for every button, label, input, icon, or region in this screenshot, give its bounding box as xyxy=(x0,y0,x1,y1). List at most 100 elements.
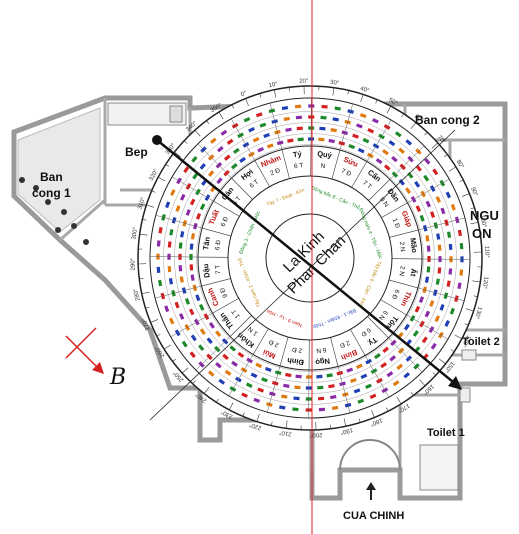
ring-cell xyxy=(424,157,431,165)
ring-cell xyxy=(425,235,430,242)
ring-cell xyxy=(189,243,194,250)
ring-cell xyxy=(372,118,379,124)
degree-tick xyxy=(472,280,481,283)
sector-line xyxy=(337,366,351,413)
mountain-star: 1 Đ xyxy=(391,217,401,229)
ring-cell xyxy=(281,106,289,111)
ring-cell xyxy=(207,170,215,177)
ring-cell xyxy=(239,156,246,163)
degree-tick xyxy=(347,90,349,95)
mountain-star: 6 Đ xyxy=(220,216,231,228)
mountain-star: 6 N xyxy=(316,346,327,354)
ring-cell xyxy=(198,344,205,352)
degree-label: 180° xyxy=(369,416,383,426)
ring-cell xyxy=(403,372,411,379)
ring-cell xyxy=(230,163,238,170)
ring-cell xyxy=(224,369,232,376)
degree-label: 80° xyxy=(455,159,465,170)
ring-cell xyxy=(296,126,303,131)
degree-tick xyxy=(410,391,414,396)
ring-cell xyxy=(158,227,163,234)
degree-tick xyxy=(410,122,417,129)
degree-tick xyxy=(194,129,201,137)
ring-cell xyxy=(215,330,222,338)
ring-cell xyxy=(415,205,421,213)
sector-line xyxy=(155,285,202,299)
degree-tick xyxy=(431,142,439,149)
ring-cell xyxy=(245,382,253,389)
mountain-star: 2 N xyxy=(398,241,406,252)
ring-cell xyxy=(189,351,196,359)
ring-cell xyxy=(195,212,202,220)
ring-cell xyxy=(207,370,215,377)
degree-tick xyxy=(464,323,469,326)
degree-tick xyxy=(231,104,234,109)
sector-line xyxy=(170,312,213,338)
degree-tick xyxy=(145,306,150,309)
ring-cell xyxy=(178,313,185,320)
degree-label: 40° xyxy=(359,86,370,95)
degree-tick xyxy=(206,120,210,125)
ring-cell xyxy=(253,397,261,403)
degree-label: 140° xyxy=(460,334,471,348)
degree-tick xyxy=(358,418,361,423)
direction-letter: B xyxy=(109,365,126,390)
degree-label: 200° xyxy=(309,431,322,437)
ring-cell xyxy=(190,274,195,281)
ring-cell xyxy=(328,138,335,144)
degree-label: 320° xyxy=(149,168,160,182)
ring-cell xyxy=(434,315,441,323)
sector-line xyxy=(339,103,353,151)
degree-tick xyxy=(245,98,249,107)
mountain-star: 2 Đ xyxy=(269,167,281,177)
degree-tick xyxy=(151,190,156,193)
room-label-toilet-1: Toilet 1 xyxy=(427,427,465,439)
degree-label: 90° xyxy=(469,187,478,198)
facing-direction-arrow xyxy=(152,135,462,390)
ring-cell xyxy=(206,337,213,345)
degree-tick xyxy=(470,221,479,225)
degree-label: 210° xyxy=(278,429,292,437)
ring-cell xyxy=(328,384,335,389)
ring-cell xyxy=(405,139,413,146)
ring-cell xyxy=(446,280,451,287)
mountain-divider xyxy=(212,298,239,314)
sector-line xyxy=(407,178,450,204)
degree-tick xyxy=(401,113,404,118)
sector-line xyxy=(417,287,465,301)
ring-cell xyxy=(382,346,390,353)
degree-tick xyxy=(461,193,470,197)
degree-label: 10° xyxy=(268,81,279,89)
ring-cell xyxy=(415,164,422,172)
mountain-divider xyxy=(389,229,419,238)
mountain-divider xyxy=(201,278,231,287)
ring-cell xyxy=(199,303,205,311)
mountain-star: 7 Đ xyxy=(340,168,352,179)
ring-cell xyxy=(252,137,260,143)
mountain-name: Tý xyxy=(292,149,303,159)
room-label-ban-cong-2: Ban cong 2 xyxy=(415,113,480,127)
ring-cell xyxy=(223,154,231,161)
ring-cell xyxy=(394,131,402,138)
mountain-star: 6 Đ xyxy=(214,239,222,250)
ring-cell xyxy=(279,405,286,410)
room-label-toilet-2: Toilet 2 xyxy=(462,336,500,348)
main-door xyxy=(339,439,401,500)
ring-cell xyxy=(297,137,304,142)
ring-cell xyxy=(215,362,222,369)
mountain-star: 6 Đ xyxy=(390,288,401,300)
degree-tick xyxy=(146,204,155,208)
mountain-star: 2 Đ xyxy=(268,338,280,349)
luopan-compass: 0°10°20°30°40°50°60°70°80°90°100°110°120… xyxy=(130,79,489,438)
ring-cell xyxy=(165,201,171,209)
ring-cell xyxy=(398,178,405,186)
ring-cell xyxy=(435,196,442,203)
ring-cell xyxy=(359,113,367,119)
ring-cell xyxy=(437,267,442,274)
degree-label: 30° xyxy=(330,80,340,87)
ring-cell xyxy=(248,126,255,133)
ring-cell xyxy=(403,323,410,331)
ring-cell xyxy=(241,392,248,398)
ring-cell xyxy=(180,231,185,238)
degree-tick xyxy=(450,349,455,352)
